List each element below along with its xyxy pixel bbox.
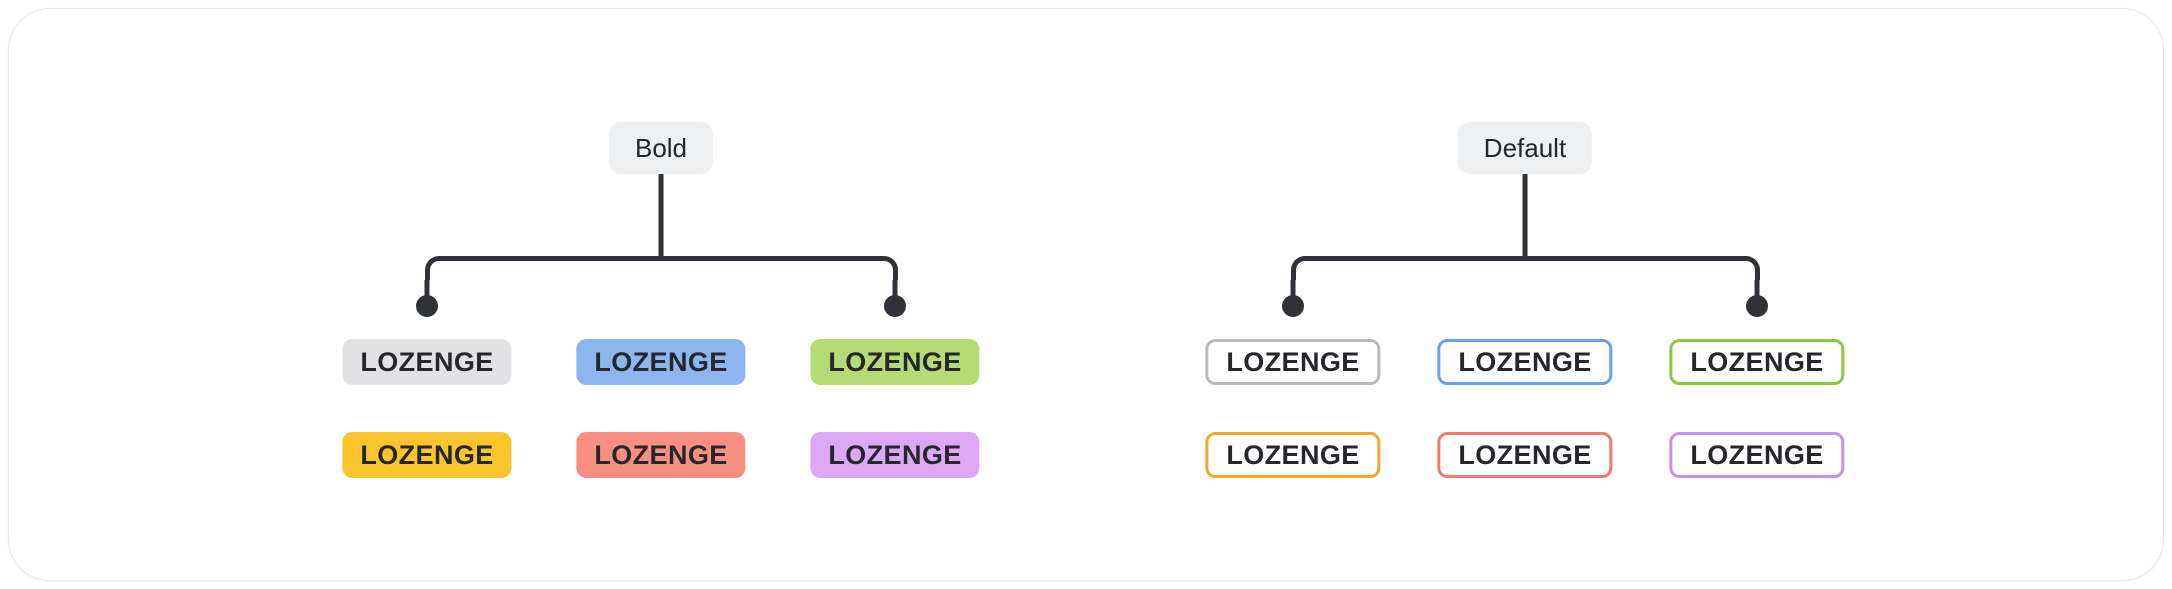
lozenge-bold-neutral[interactable]: LOZENGE: [342, 339, 512, 385]
connector-drop-default-right: [1754, 280, 1760, 306]
lozenge-bold-green[interactable]: LOZENGE: [810, 339, 980, 385]
group-node-bold[interactable]: Bold: [608, 122, 714, 174]
connector-corner-bold-right: [873, 256, 898, 280]
connector-stem-bold: [658, 174, 664, 261]
lozenge-bold-red[interactable]: LOZENGE: [576, 432, 746, 478]
connector-corner-bold-left: [424, 256, 449, 280]
connector-dot-bold-left: [416, 295, 438, 317]
lozenge-bold-yellow[interactable]: LOZENGE: [342, 432, 512, 478]
lozenge-default-green[interactable]: LOZENGE: [1669, 339, 1845, 385]
connector-dot-default-right: [1746, 295, 1768, 317]
connector-bar-bold: [446, 256, 876, 261]
connector-dot-bold-right: [884, 295, 906, 317]
connector-drop-bold-left: [424, 280, 430, 306]
connector-drop-bold-right: [892, 280, 898, 306]
connector-dot-default-left: [1282, 295, 1304, 317]
lozenge-default-blue[interactable]: LOZENGE: [1437, 339, 1613, 385]
lozenge-default-yellow[interactable]: LOZENGE: [1205, 432, 1381, 478]
lozenge-bold-blue[interactable]: LOZENGE: [576, 339, 746, 385]
connector-corner-default-left: [1290, 256, 1315, 280]
lozenge-default-red[interactable]: LOZENGE: [1437, 432, 1613, 478]
lozenge-default-purple[interactable]: LOZENGE: [1669, 432, 1845, 478]
connector-drop-default-left: [1290, 280, 1296, 306]
lozenge-default-neutral[interactable]: LOZENGE: [1205, 339, 1381, 385]
connector-bar-default: [1312, 256, 1738, 261]
connector-corner-default-right: [1735, 256, 1760, 280]
lozenge-bold-purple[interactable]: LOZENGE: [810, 432, 980, 478]
group-node-default[interactable]: Default: [1457, 122, 1593, 174]
connector-stem-default: [1522, 174, 1528, 261]
